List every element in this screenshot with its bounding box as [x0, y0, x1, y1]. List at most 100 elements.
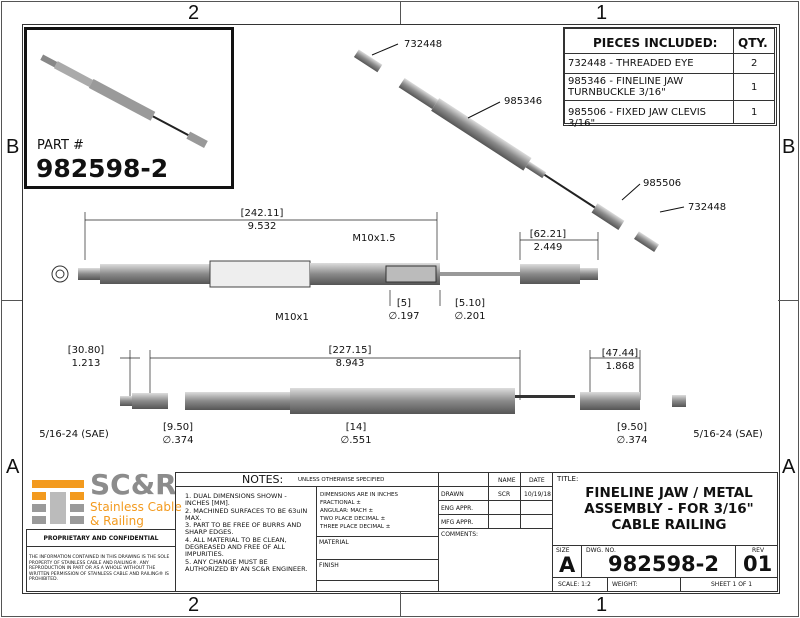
piece-qty: 1: [733, 100, 775, 124]
title-block: SC&R Stainless Cable & Railing PROPRIETA…: [24, 468, 778, 592]
dim-in: ∅.374: [163, 435, 194, 446]
title-label: TITLE:: [557, 475, 579, 483]
dim-in: ∅.551: [341, 435, 372, 446]
callout-985346: 985346: [504, 96, 542, 107]
note-item: 5. ANY CHANGE MUST BE AUTHORIZED BY AN S…: [185, 557, 308, 573]
drawing-views: 732448 985346 985506 732448: [39, 39, 763, 446]
tolerance-row: TWO PLACE DECIMAL ±: [320, 516, 386, 522]
blank-cell: [316, 580, 439, 592]
dim-mm: [47.44]: [602, 348, 639, 359]
rev-label: REV: [752, 547, 765, 554]
zone-label: A: [782, 456, 796, 478]
zone-label: 2: [188, 594, 200, 616]
dim-in: 9.532: [248, 221, 277, 232]
eng-appr-label: ENG APPR.: [438, 500, 489, 515]
mfg-appr-label: MFG APPR.: [438, 514, 489, 529]
thread-callout: M10x1.5: [352, 233, 395, 244]
material-field: MATERIAL: [316, 536, 439, 560]
zone-label: B: [6, 136, 20, 158]
zone-label: B: [782, 136, 796, 158]
date-header: DATE: [520, 472, 553, 487]
confidential-text: THE INFORMATION CONTAINED IN THIS DRAWIN…: [26, 546, 176, 592]
rev-cell: REV 01: [735, 545, 778, 578]
thread-callout: 5/16-24 (SAE): [39, 429, 109, 440]
dim-in: ∅.201: [455, 311, 486, 322]
dim-in: 1.213: [72, 358, 101, 369]
zone-label: 1: [596, 594, 608, 616]
callout-732448: 732448: [688, 202, 726, 213]
dim-in: ∅.374: [617, 435, 648, 446]
tolerance-header: DIMENSIONS ARE IN INCHES: [320, 492, 398, 498]
dim-in: 2.449: [534, 242, 563, 253]
isometric-view: [353, 43, 685, 252]
comments-field: COMMENTS:: [438, 528, 553, 592]
dim-mm: [5.10]: [455, 298, 485, 309]
mfg-appr-date[interactable]: [520, 514, 553, 529]
eng-appr-name[interactable]: [488, 500, 521, 515]
weight: WEIGHT:: [607, 577, 681, 592]
dim-mm: [242.11]: [241, 208, 284, 219]
note-item: 3. PART TO BE FREE OF BURRS AND SHARP ED…: [185, 521, 302, 537]
notes-header: NOTES: UNLESS OTHERWISE SPECIFIED: [175, 472, 439, 487]
dim-in: 8.943: [336, 358, 365, 369]
tolerance-row: FRACTIONAL ±: [320, 500, 361, 506]
notes-body: 1. DUAL DIMENSIONS SHOWN - INCHES [MM]. …: [175, 486, 317, 592]
logo-line2: & Railing: [90, 514, 144, 528]
dim-mm: [9.50]: [617, 422, 647, 433]
dim-in: ∅.197: [389, 311, 420, 322]
tolerance-row: ANGULAR: MACH ±: [320, 508, 374, 514]
mfg-appr-name[interactable]: [488, 514, 521, 529]
zone-tick: [400, 1, 401, 24]
note-item: 4. ALL MATERIAL TO BE CLEAN, DEGREASED A…: [185, 535, 287, 559]
assembly-thumbnail: [40, 54, 208, 149]
title-cell: TITLE: FINELINE JAW / METAL ASSEMBLY - F…: [552, 472, 778, 546]
sheet: SHEET 1 OF 1: [680, 577, 778, 592]
drawing-title: FINELINE JAW / METAL ASSEMBLY - FOR 3/16…: [584, 485, 754, 533]
inner-frame: [22, 24, 780, 594]
dim-mm: [30.80]: [68, 345, 105, 356]
eng-appr-date[interactable]: [520, 500, 553, 515]
callout-732448: 732448: [404, 39, 442, 50]
size-cell: SIZE A: [552, 545, 582, 578]
pieces-table: PIECES INCLUDED: QTY. 732448 - THREADED …: [563, 27, 777, 129]
thread-callout: 5/16-24 (SAE): [693, 429, 763, 440]
dim-in: 1.868: [606, 361, 635, 372]
tolerances: DIMENSIONS ARE IN INCHES FRACTIONAL ± AN…: [316, 486, 439, 537]
zone-tick: [400, 592, 401, 616]
scale: SCALE: 1:2: [552, 577, 608, 592]
tolerance-row: THREE PLACE DECIMAL ±: [320, 524, 391, 530]
thread-callout: M10x1: [275, 312, 309, 323]
dim-mm: [9.50]: [163, 422, 193, 433]
logo-line1: Stainless Cable: [90, 500, 182, 514]
part-number: 982598-2: [36, 154, 169, 183]
approval-corner: [438, 472, 489, 487]
dwg-no-label: DWG. NO.: [586, 547, 616, 554]
zone-label: 1: [596, 2, 608, 24]
dim-mm: [62.21]: [530, 229, 567, 240]
dwg-no-value: 982598-2: [608, 552, 719, 576]
drawn-label: DRAWN: [438, 486, 489, 501]
logo-brand: SC&R: [90, 468, 177, 501]
dim-mm: [14]: [346, 422, 367, 433]
section-view: [51, 260, 598, 288]
confidential-title: PROPRIETARY AND CONFIDENTIAL: [26, 529, 176, 547]
dwg-no-cell: DWG. NO. 982598-2: [581, 545, 736, 578]
part-inset: PART # 982598-2: [24, 27, 234, 189]
logo: SC&R Stainless Cable & Railing: [26, 468, 182, 528]
drawn-name: SCR: [488, 486, 521, 501]
name-header: NAME: [488, 472, 521, 487]
dim-mm: [227.15]: [329, 345, 372, 356]
zone-tick: [1, 300, 22, 301]
logo-mark: [32, 480, 84, 524]
zone-label: 2: [188, 2, 200, 24]
size-label: SIZE: [556, 547, 570, 554]
note-item: 2. MACHINED SURFACES TO BE 63uIN MAX.: [185, 506, 308, 522]
callout-985506: 985506: [643, 178, 681, 189]
dim-mm: [5]: [397, 298, 411, 309]
notes-subtitle: UNLESS OTHERWISE SPECIFIED: [298, 477, 385, 483]
side-view-2: [120, 388, 686, 414]
size-value: A: [559, 553, 576, 577]
rev-value: 01: [743, 552, 773, 576]
drawn-date: 10/19/18: [520, 486, 553, 501]
